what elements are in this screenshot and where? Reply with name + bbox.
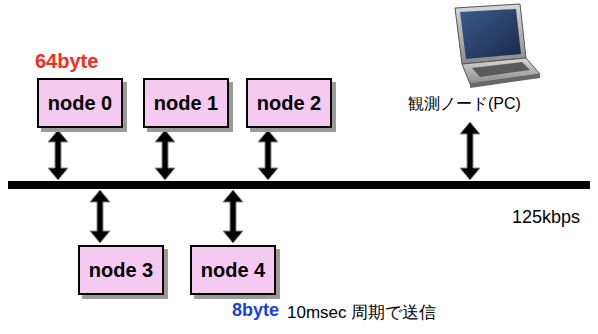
bus-line bbox=[8, 181, 590, 189]
node-box: node 3 bbox=[78, 245, 164, 295]
laptop-illustration bbox=[455, 4, 540, 88]
double-arrow bbox=[48, 130, 68, 180]
node-label: node 1 bbox=[154, 92, 218, 115]
node-box: node 1 bbox=[143, 78, 229, 128]
node-label: node 3 bbox=[89, 259, 153, 282]
data-size: 8byte bbox=[232, 300, 279, 321]
node-label: node 0 bbox=[48, 92, 112, 115]
node-box: node 0 bbox=[37, 78, 123, 128]
double-arrow bbox=[155, 130, 175, 180]
bus-arrows bbox=[48, 122, 480, 243]
node-box: node 2 bbox=[246, 78, 332, 128]
pc-label: 観測ノード(PC) bbox=[408, 94, 521, 115]
node-label: node 4 bbox=[201, 259, 265, 282]
double-arrow bbox=[258, 130, 278, 180]
node-label: node 2 bbox=[257, 92, 321, 115]
double-arrow bbox=[460, 122, 480, 180]
double-arrow bbox=[90, 190, 110, 243]
bitrate-label: 125kbps bbox=[512, 207, 580, 228]
double-arrow bbox=[223, 190, 243, 243]
period-note: 10msec 周期で送信 bbox=[287, 301, 436, 324]
node-box: node 4 bbox=[190, 245, 276, 295]
data-size: 64byte bbox=[35, 50, 98, 73]
